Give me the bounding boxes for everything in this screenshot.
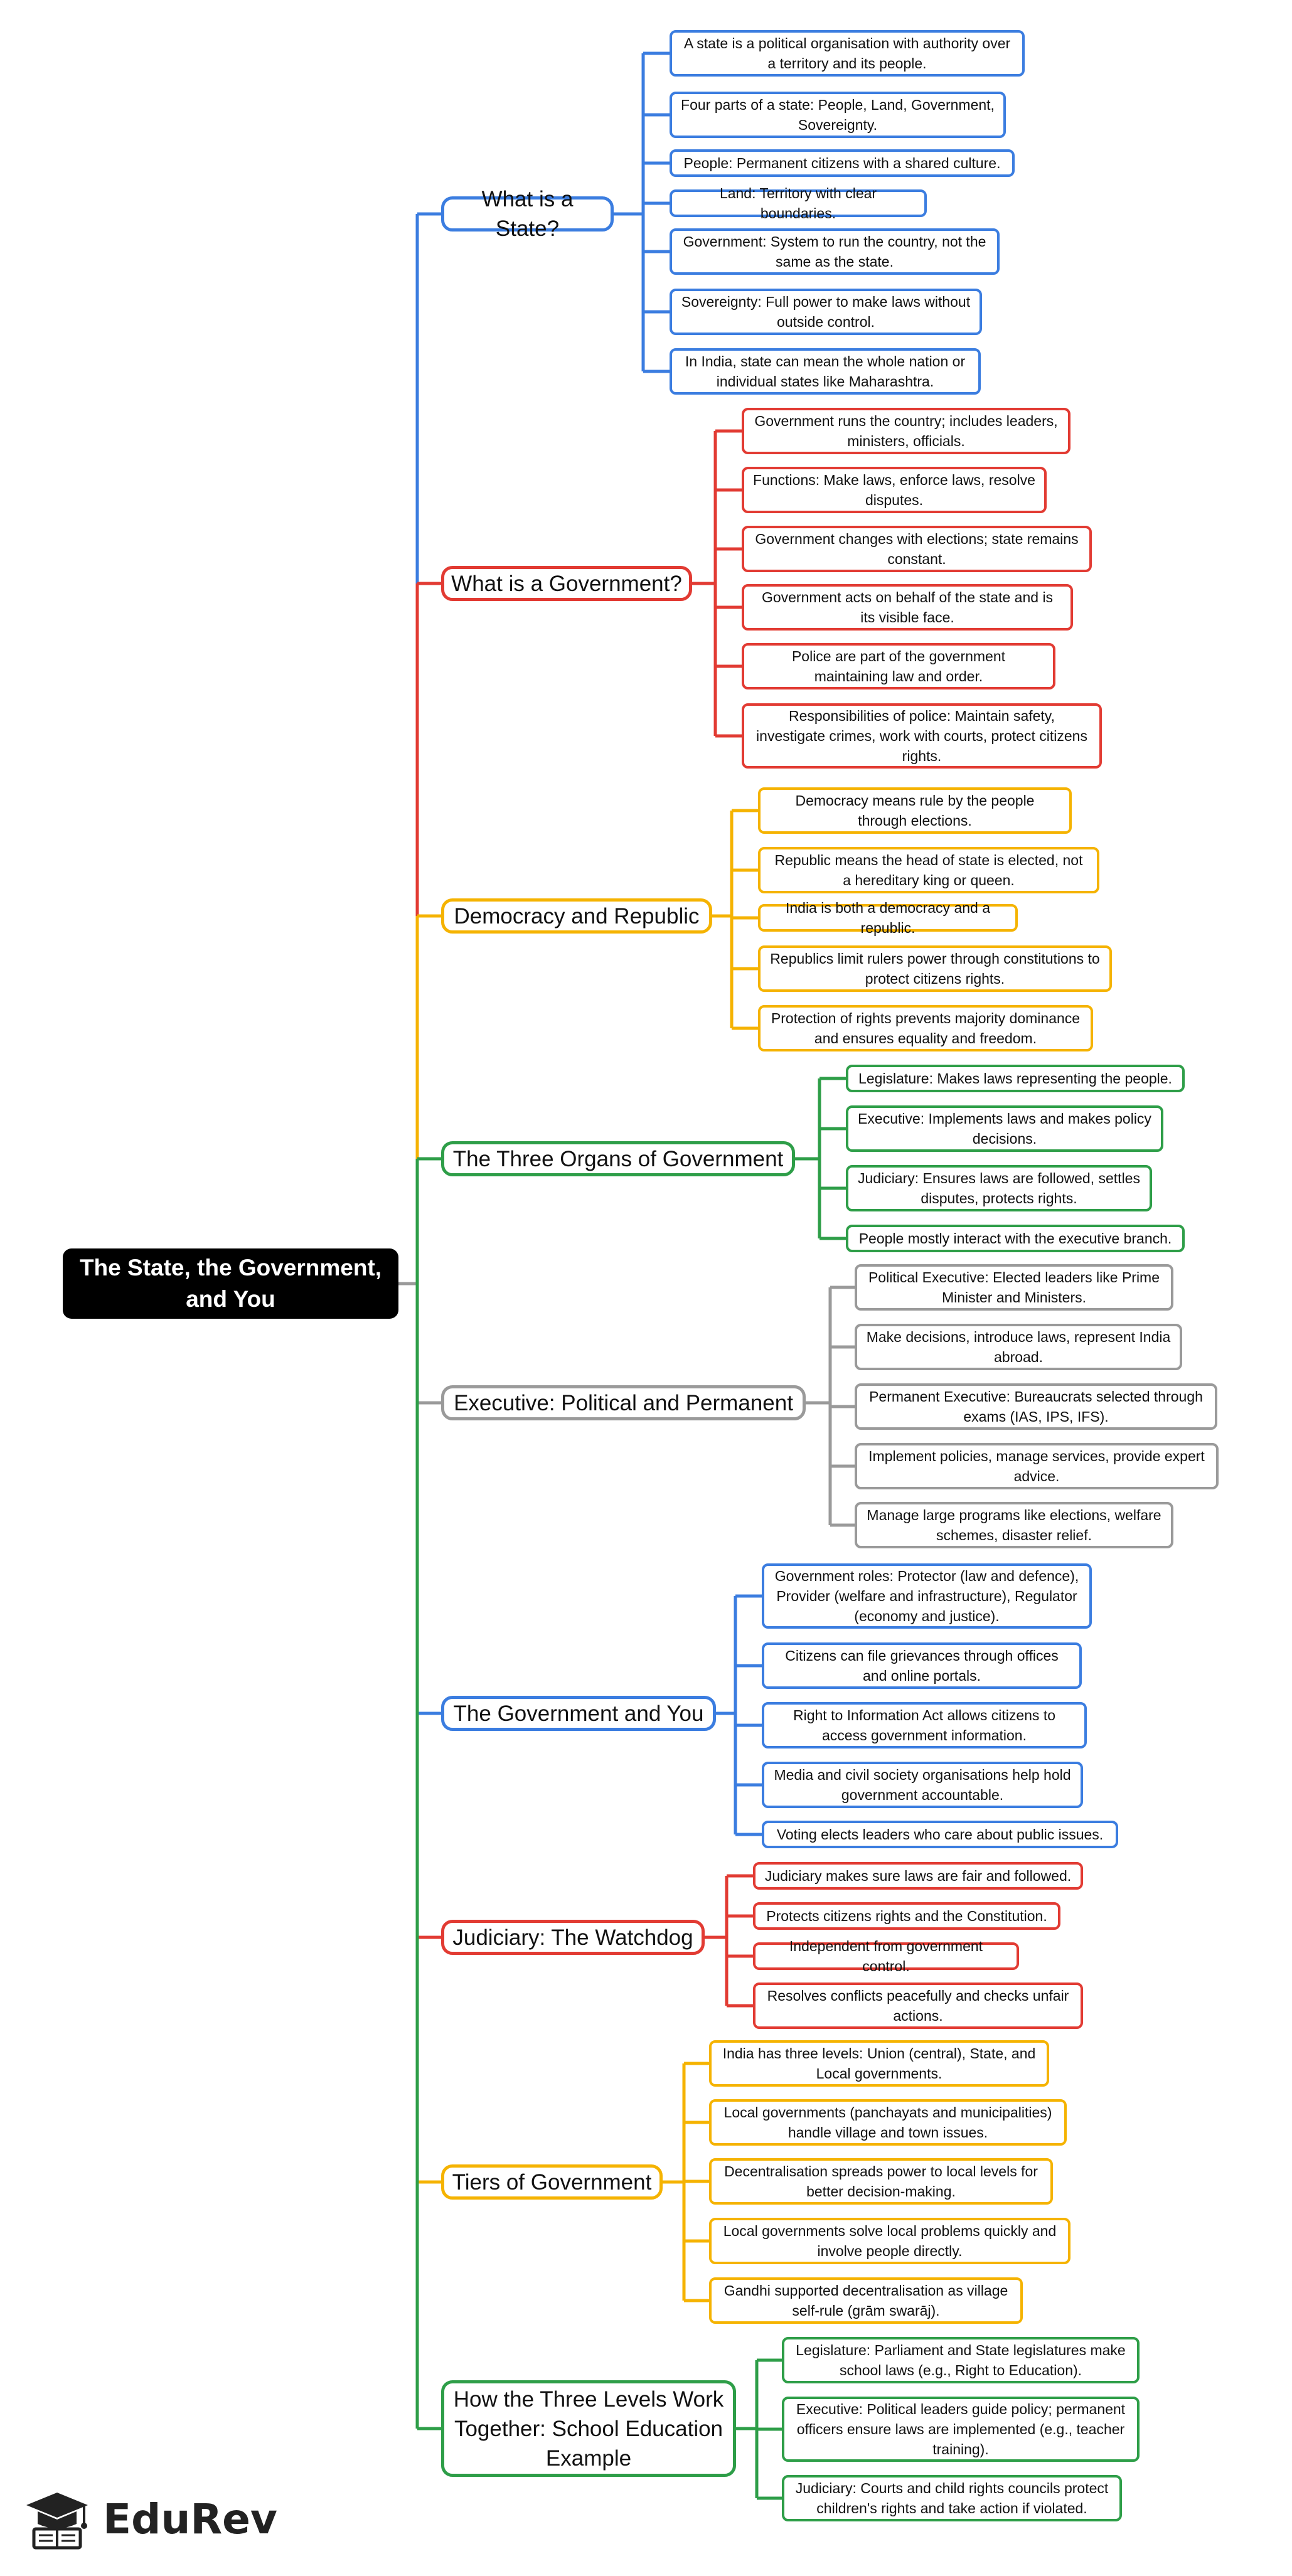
- leaf-node: A state is a political organisation with…: [670, 30, 1025, 77]
- leaf-node: Government changes with elections; state…: [742, 526, 1092, 572]
- leaf-node: Permanent Executive: Bureaucrats selecte…: [855, 1383, 1217, 1430]
- leaf-node: India is both a democracy and a republic…: [758, 900, 1018, 936]
- branch-democracy-and-republic: Democracy and Republic: [441, 898, 712, 934]
- leaf-node: Government: System to run the country, n…: [670, 228, 1000, 275]
- leaf-node: Protection of rights prevents majority d…: [758, 1005, 1093, 1051]
- leaf-node: Gandhi supported decentralisation as vil…: [709, 2277, 1023, 2324]
- leaf-node: Legislature: Makes laws representing the…: [846, 1065, 1185, 1092]
- leaf-node: In India, state can mean the whole natio…: [670, 348, 981, 395]
- leaf-node: Local governments solve local problems q…: [709, 2218, 1070, 2264]
- leaf-node: Implement policies, manage services, pro…: [855, 1443, 1219, 1489]
- leaf-node: People: Permanent citizens with a shared…: [670, 149, 1015, 177]
- leaf-node: Local governments (panchayats and munici…: [709, 2099, 1067, 2146]
- leaf-node: Government acts on behalf of the state a…: [742, 584, 1073, 631]
- leaf-node: Republic means the head of state is elec…: [758, 847, 1099, 893]
- leaf-node: Police are part of the government mainta…: [742, 643, 1055, 689]
- branch-executive-political-and-permanent: Executive: Political and Permanent: [441, 1385, 806, 1420]
- leaf-node: Functions: Make laws, enforce laws, reso…: [742, 467, 1047, 513]
- leaf-node: Protects citizens rights and the Constit…: [753, 1902, 1060, 1930]
- leaf-node: Four parts of a state: People, Land, Gov…: [670, 92, 1006, 138]
- branch-how-the-three-levels-work-together-schoo: How the Three Levels Work Together: Scho…: [441, 2380, 736, 2477]
- leaf-node: Decentralisation spreads power to local …: [709, 2158, 1053, 2205]
- leaf-node: Responsibilities of police: Maintain saf…: [742, 703, 1102, 769]
- leaf-node: Independent from government control.: [753, 1938, 1019, 1974]
- leaf-node: India has three levels: Union (central),…: [709, 2040, 1049, 2087]
- leaf-node: Right to Information Act allows citizens…: [762, 1702, 1087, 1748]
- leaf-node: Resolves conflicts peacefully and checks…: [753, 1983, 1083, 2029]
- branch-what-is-a-government: What is a Government?: [441, 566, 692, 601]
- leaf-node: Citizens can file grievances through off…: [762, 1642, 1082, 1689]
- leaf-node: Judiciary: Courts and child rights counc…: [782, 2475, 1122, 2521]
- brand-name: EduRev: [103, 2494, 277, 2543]
- leaf-node: People mostly interact with the executiv…: [846, 1225, 1185, 1252]
- leaf-node: Judiciary: Ensures laws are followed, se…: [846, 1165, 1152, 1211]
- leaf-node: Republics limit rulers power through con…: [758, 945, 1112, 992]
- leaf-node: Executive: Implements laws and makes pol…: [846, 1105, 1163, 1152]
- branch-the-government-and-you: The Government and You: [441, 1696, 716, 1731]
- leaf-node: Government roles: Protector (law and def…: [762, 1563, 1092, 1629]
- branch-the-three-organs-of-government: The Three Organs of Government: [441, 1141, 795, 1176]
- brand-logo: EduRev: [23, 2488, 277, 2550]
- leaf-node: Media and civil society organisations he…: [762, 1762, 1083, 1808]
- leaf-node: Legislature: Parliament and State legisl…: [782, 2337, 1140, 2383]
- leaf-node: Judiciary makes sure laws are fair and f…: [753, 1862, 1083, 1890]
- root-topic: The State, the Government, and You: [63, 1248, 398, 1319]
- leaf-node: Sovereignty: Full power to make laws wit…: [670, 289, 982, 335]
- leaf-node: Democracy means rule by the people throu…: [758, 787, 1072, 834]
- branch-tiers-of-government: Tiers of Government: [441, 2164, 663, 2200]
- branch-judiciary-the-watchdog: Judiciary: The Watchdog: [441, 1920, 705, 1955]
- leaf-node: Executive: Political leaders guide polic…: [782, 2397, 1140, 2462]
- leaf-node: Make decisions, introduce laws, represen…: [855, 1324, 1182, 1370]
- leaf-node: Land: Territory with clear boundaries.: [670, 185, 927, 221]
- leaf-node: Voting elects leaders who care about pub…: [762, 1821, 1118, 1848]
- leaf-node: Government runs the country; includes le…: [742, 408, 1070, 454]
- graduation-cap-book-icon: [26, 2493, 88, 2550]
- branch-what-is-a-state: What is a State?: [441, 187, 614, 241]
- leaf-node: Political Executive: Elected leaders lik…: [855, 1264, 1173, 1311]
- leaf-node: Manage large programs like elections, we…: [855, 1502, 1173, 1548]
